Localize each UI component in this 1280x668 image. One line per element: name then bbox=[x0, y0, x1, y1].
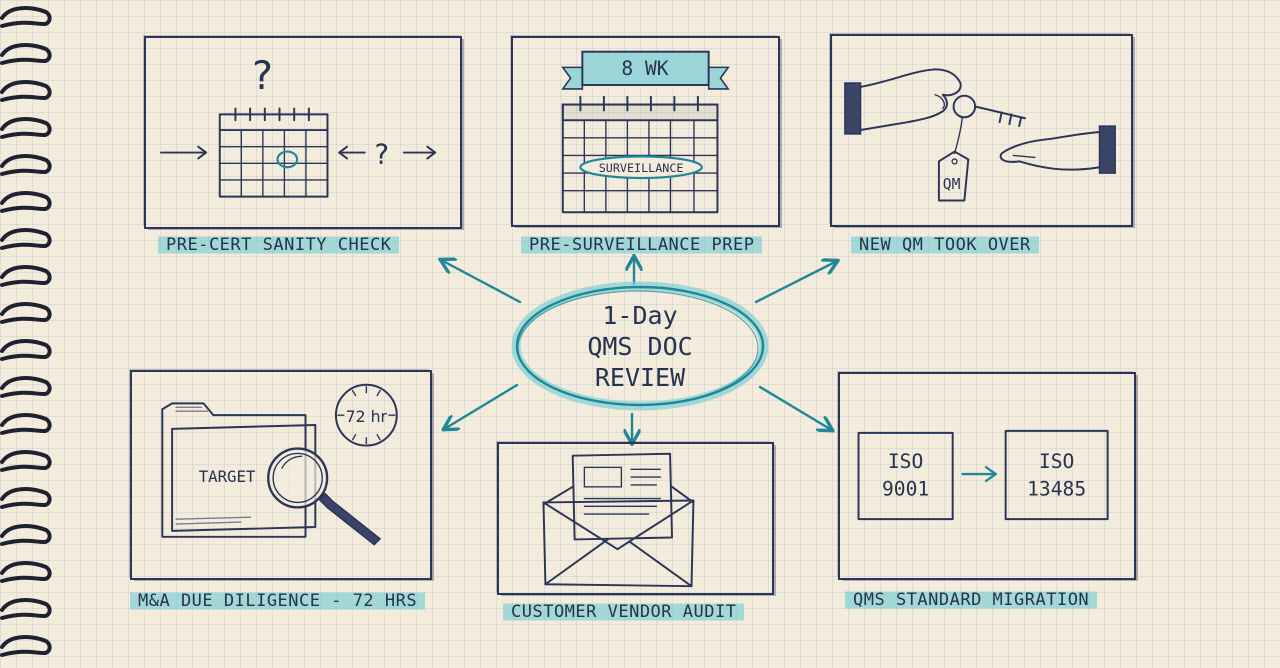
caption-pre-surveillance: PRE-SURVEILLANCE PREP bbox=[521, 234, 763, 255]
panel-due-diligence: TARGET 72 hr bbox=[130, 370, 432, 580]
central-ellipse bbox=[511, 281, 769, 411]
arrow-right-icon bbox=[402, 145, 437, 160]
spiral-ring bbox=[0, 80, 52, 102]
spiral-ring bbox=[0, 265, 52, 287]
spiral-ring bbox=[0, 228, 52, 250]
spiral-ring bbox=[0, 191, 52, 213]
spiral-ring bbox=[0, 413, 52, 435]
folder-icon: TARGET bbox=[161, 402, 317, 538]
envelope-icon bbox=[542, 485, 695, 588]
center-line-3: REVIEW bbox=[594, 363, 686, 392]
key-tag-label: QM bbox=[943, 176, 961, 193]
panel-vendor-audit bbox=[497, 442, 774, 595]
banner-icon: 8 WK bbox=[561, 50, 730, 90]
caption-vendor-audit: CUSTOMER VENDOR AUDIT bbox=[503, 601, 745, 622]
caption-pre-cert: PRE-CERT SANITY CHECK bbox=[158, 234, 400, 255]
spiral-ring bbox=[0, 561, 52, 583]
center-line-2: QMS DOC bbox=[587, 332, 693, 361]
arrow-right-icon bbox=[160, 145, 208, 160]
magnifying-glass-icon bbox=[267, 447, 382, 546]
spiral-ring bbox=[0, 154, 52, 176]
clock-label: 72 hr bbox=[346, 407, 388, 426]
spiral-ring bbox=[0, 450, 52, 472]
arrow-right-icon bbox=[961, 465, 998, 483]
folder-label: TARGET bbox=[199, 467, 256, 486]
spiral-ring bbox=[0, 524, 52, 546]
calendar-icon bbox=[218, 107, 329, 198]
calendar-label: SURVEILLANCE bbox=[599, 161, 684, 175]
spiral-ring bbox=[0, 376, 52, 398]
central-topic: 1-Day QMS DOC REVIEW bbox=[511, 281, 769, 411]
spiral-ring bbox=[0, 6, 52, 28]
center-line-1: 1-Day bbox=[602, 301, 678, 330]
target-standard-line-2: 13485 bbox=[1027, 478, 1086, 501]
arrow-left-icon bbox=[338, 145, 366, 160]
spiral-ring bbox=[0, 117, 52, 139]
panel-new-qm: QM bbox=[830, 34, 1133, 227]
caption-due-diligence: M&A DUE DILIGENCE - 72 HRS bbox=[130, 590, 426, 611]
spiral-ring bbox=[0, 635, 52, 657]
source-standard-box bbox=[857, 431, 954, 521]
spiral-binding bbox=[0, 6, 52, 657]
panel-pre-cert: ? ? bbox=[144, 36, 462, 229]
question-mark-icon: ? bbox=[252, 54, 273, 99]
caption-migration: QMS STANDARD MIGRATION bbox=[845, 589, 1098, 610]
spiral-ring bbox=[0, 302, 52, 324]
spiral-ring bbox=[0, 598, 52, 620]
source-standard-line-1: ISO bbox=[888, 450, 923, 473]
caption-new-qm: NEW QM TOOK OVER bbox=[851, 234, 1039, 255]
key-tag-icon: QM bbox=[937, 116, 970, 202]
banner-label: 8 WK bbox=[621, 57, 668, 80]
arrow-to-pre-cert bbox=[443, 261, 522, 304]
arrow-to-due-diligence bbox=[446, 383, 519, 428]
calendar-icon: SURVEILLANCE bbox=[561, 95, 719, 214]
spiral-ring bbox=[0, 487, 52, 509]
handing-over-key-icon bbox=[844, 68, 1116, 174]
panel-migration: ISO 9001 ISO 13485 bbox=[838, 372, 1136, 580]
panel-pre-surveillance: 8 WK SURVEILLANCE bbox=[511, 36, 780, 227]
clock-icon: 72 hr bbox=[334, 383, 398, 447]
question-mark-icon: ? bbox=[374, 139, 389, 170]
arrow-to-migration bbox=[758, 385, 830, 429]
document-icon bbox=[571, 452, 673, 541]
target-standard-box bbox=[1004, 429, 1109, 521]
target-standard-line-1: ISO bbox=[1039, 450, 1074, 473]
spiral-ring bbox=[0, 43, 52, 65]
spiral-ring bbox=[0, 339, 52, 361]
source-standard-line-2: 9001 bbox=[882, 478, 929, 501]
